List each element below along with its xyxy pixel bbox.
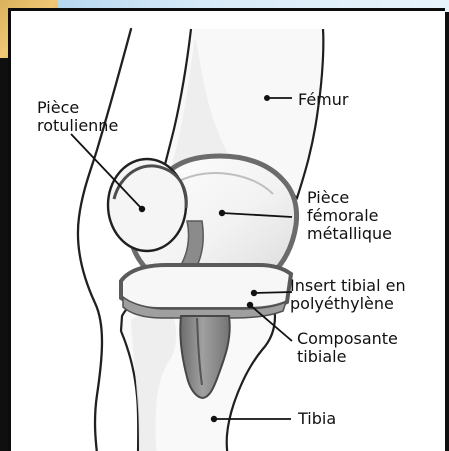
callout-patella-dot: [139, 206, 145, 212]
label-insert: Insert tibial en polyéthylène: [290, 277, 406, 313]
label-tibia: Tibia: [298, 410, 336, 428]
callout-tibial-dot: [247, 302, 253, 308]
callout-femur-dot: [264, 95, 270, 101]
label-femur: Fémur: [298, 91, 348, 109]
label-femoral-component: Pièce fémorale métallique: [307, 189, 392, 243]
callout-femoral-dot: [219, 210, 225, 216]
label-patella: Pièce rotulienne: [37, 99, 118, 135]
knee-diagram-panel: Fémur Pièce rotulienne Pièce fémorale mé…: [8, 8, 445, 451]
callout-insert-dot: [251, 290, 257, 296]
callout-insert-line: [254, 292, 292, 293]
callout-tibia-dot: [211, 416, 217, 422]
label-tibial-component: Composante tibiale: [297, 330, 398, 366]
tibial-insert: [121, 265, 291, 309]
